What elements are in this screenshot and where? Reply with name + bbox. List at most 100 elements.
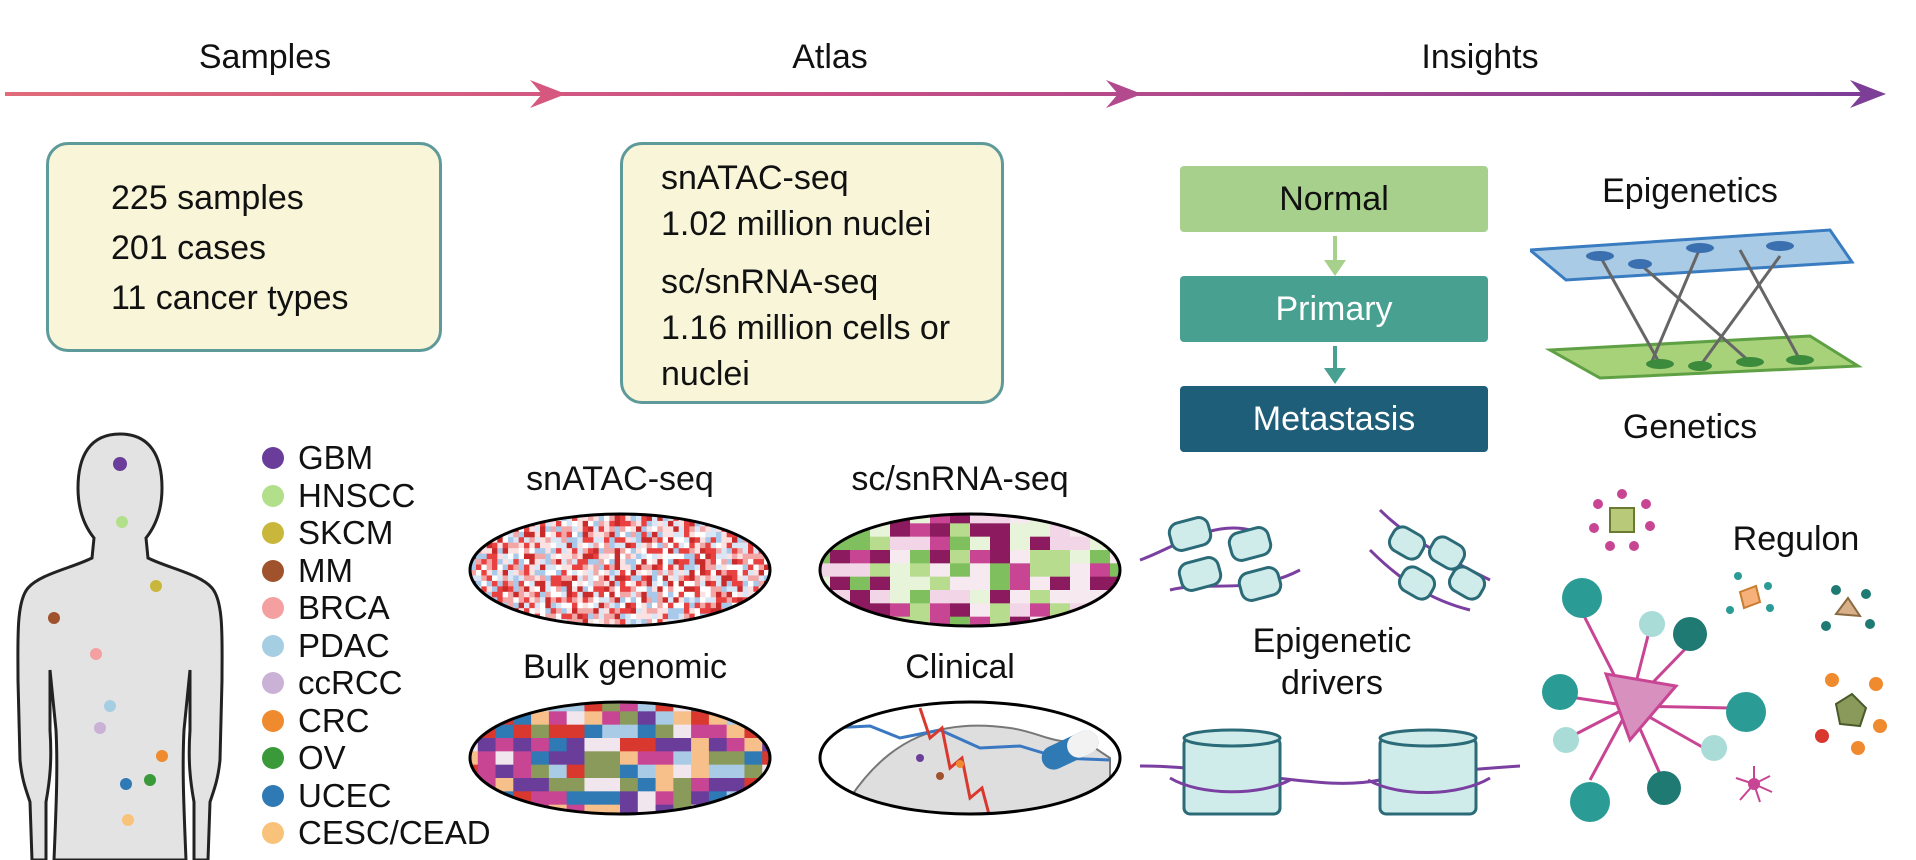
heatmap-cell — [582, 526, 589, 533]
heatmap-cell — [764, 619, 770, 626]
heatmap-cell — [764, 602, 770, 609]
heatmap-cell — [652, 526, 658, 533]
heatmap-cell — [700, 608, 706, 615]
heatmap-cell — [758, 619, 765, 626]
panel-label-snatac: snATAC-seq — [526, 460, 714, 498]
heatmap-cell — [502, 586, 509, 593]
heatmap-cell — [737, 542, 744, 549]
heatmap-cell — [1030, 576, 1051, 591]
heatmap-cell — [614, 575, 621, 582]
heatmap-cell — [1010, 603, 1031, 618]
heatmap-cell — [646, 570, 653, 576]
heatmap-cell — [497, 515, 504, 522]
heatmap-cell — [513, 575, 520, 582]
heatmap-cell — [1110, 563, 1120, 578]
heatmap-cell — [668, 591, 674, 598]
heatmap-cell — [990, 563, 1011, 578]
atlas-cells-count: 1.16 million cells or — [661, 309, 951, 347]
heatmap-cell — [534, 597, 541, 604]
heatmap-cell — [1110, 616, 1120, 626]
heatmap-cell — [508, 564, 514, 571]
heatmap-cell — [476, 553, 482, 560]
heatmap-cell — [700, 542, 706, 549]
heatmap-cell — [636, 575, 642, 582]
heatmap-cell — [668, 580, 674, 587]
heatmap-cell — [477, 804, 497, 814]
heatmap-cell — [566, 804, 585, 814]
heatmap-cell — [524, 514, 530, 516]
heatmap-cell — [694, 559, 701, 566]
heatmap-cell — [710, 580, 717, 587]
heatmap-cell — [481, 570, 488, 576]
heatmap-cell — [1110, 536, 1120, 551]
heatmap-cell — [486, 580, 493, 587]
heatmap-cell — [470, 711, 479, 726]
heatmap-cell — [694, 514, 701, 516]
heatmap-cell — [716, 531, 722, 538]
heatmap-cell — [678, 526, 685, 533]
heatmap-cell — [830, 603, 851, 618]
dna-nucleosomes — [1140, 728, 1520, 816]
heatmap-cell — [820, 616, 831, 626]
heatmap-cell — [970, 590, 991, 604]
heatmap-cell — [492, 542, 498, 549]
legend-label: BRCA — [298, 589, 390, 626]
heatmap-cell — [470, 608, 472, 615]
heatmap-cell — [529, 548, 536, 555]
heatmap-cell — [545, 602, 552, 609]
heatmap-cell — [593, 515, 600, 522]
legend-label: CRC — [298, 701, 370, 739]
heatmap-cell — [518, 548, 525, 555]
heatmap-cell — [556, 602, 562, 609]
heatmap-cell — [970, 514, 991, 524]
heatmap-cell — [630, 531, 637, 538]
heatmap-cell — [486, 526, 493, 533]
heatmap-cell — [636, 531, 642, 538]
heatmap-cell — [566, 542, 573, 549]
heatmap-cell — [588, 520, 594, 527]
heatmap-cell — [550, 591, 557, 598]
heatmap-cell — [513, 542, 520, 549]
heatmap-cell — [481, 564, 488, 571]
heatmap-cell — [566, 764, 585, 779]
heatmap-cell — [602, 711, 621, 726]
heatmap-cell — [700, 580, 706, 587]
heatmap-cell — [481, 531, 488, 538]
heatmap-cell — [652, 580, 658, 587]
heatmap-cell — [524, 559, 530, 566]
heatmap-cell — [742, 608, 749, 615]
heatmap-cell — [566, 531, 573, 538]
heatmap-cell — [708, 778, 728, 792]
heatmap-cell — [910, 550, 931, 564]
heatmap-cell — [1010, 576, 1031, 591]
heatmap-cell — [657, 515, 664, 522]
heatmap-cell — [470, 619, 472, 626]
heatmap-cell — [561, 570, 568, 576]
heatmap-cell — [577, 553, 584, 560]
heatmap-cell — [566, 702, 585, 712]
heatmap-cell — [668, 531, 674, 538]
heatmap-cell — [830, 514, 851, 524]
heatmap-cell — [850, 616, 871, 626]
heatmap-cell — [641, 613, 648, 620]
heatmap-cell — [561, 548, 568, 555]
heatmap-cell — [460, 603, 466, 609]
heatmap-cell — [748, 570, 754, 576]
heatmap-cell — [609, 570, 616, 576]
heatmap-cell — [588, 548, 594, 555]
heatmap-cell — [850, 576, 871, 591]
heatmap-cell — [609, 553, 616, 560]
heatmap-cell — [764, 591, 770, 598]
heatmap-cell — [614, 570, 621, 576]
heatmap-cell — [556, 548, 562, 555]
heatmap-cell — [630, 537, 637, 544]
heatmap-cell — [476, 597, 482, 604]
heatmap-cell — [556, 526, 562, 533]
heatmap-cell — [540, 575, 546, 582]
heatmap-cell — [497, 613, 504, 620]
heatmap-cell — [950, 550, 971, 564]
heatmap-cell — [529, 542, 536, 549]
heatmap-cell — [636, 591, 642, 598]
heatmap-cell — [775, 581, 780, 587]
heatmap-cell — [758, 570, 765, 576]
